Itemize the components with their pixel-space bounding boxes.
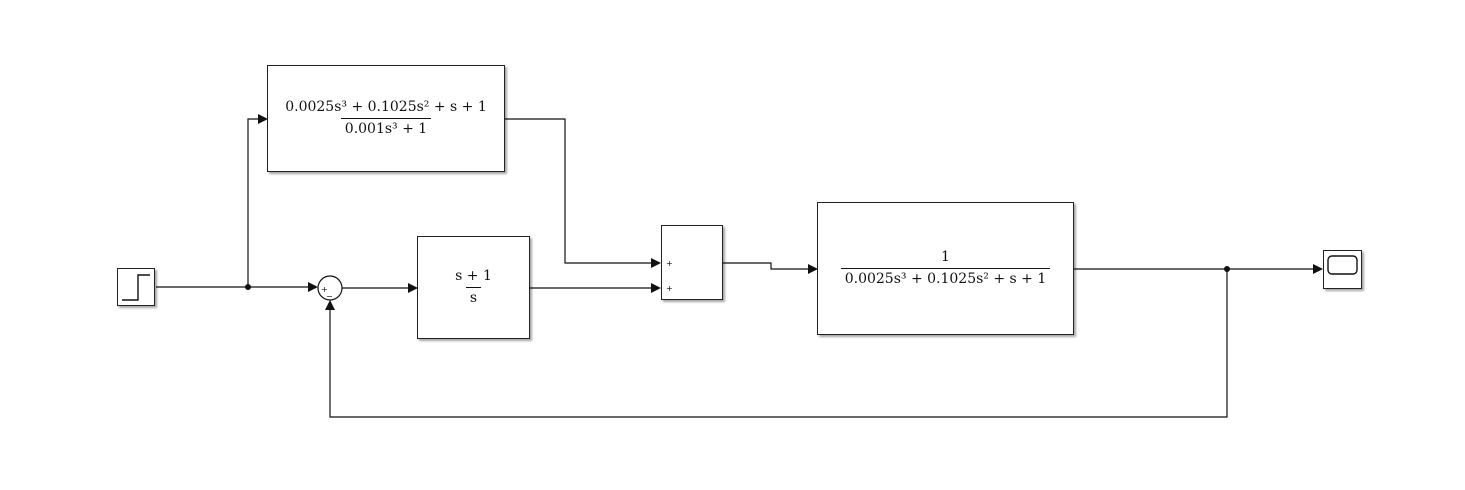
prefilter-numerator: 0.0025s³ + 0.1025s² + s + 1 (285, 98, 487, 115)
arrow-prefilter-in (258, 114, 268, 124)
plant-numerator: 1 (941, 248, 950, 265)
branch-point-input (245, 284, 251, 290)
sum-block[interactable]: + + (661, 225, 723, 300)
plant-transfer-fcn[interactable]: 1 0.0025s³ + 0.1025s² + s + 1 (817, 202, 1074, 335)
wire-prefilter-out (505, 118, 653, 264)
arrow-controller-in (408, 283, 418, 293)
controller-numerator: s + 1 (455, 267, 492, 284)
controller-fraction: s + 1 s (451, 268, 496, 308)
plant-denominator: 0.0025s³ + 0.1025s² + s + 1 (840, 268, 1051, 289)
wire-feedback (329, 269, 1228, 418)
controller-denominator: s (465, 287, 482, 308)
scope-block[interactable] (1323, 250, 1362, 289)
arrow-error-sum-in (308, 282, 318, 292)
arrow-scope-in (1313, 264, 1323, 274)
arrow-plant-in (808, 264, 818, 274)
step-source-block[interactable] (117, 268, 155, 306)
error-sum-minus: − (326, 292, 333, 301)
arrow-sum-port1 (651, 258, 661, 268)
wire-to-prefilter (247, 118, 260, 287)
step-source-icon (122, 274, 150, 301)
arrow-sum-port2 (651, 283, 661, 293)
prefilter-denominator: 0.001s³ + 1 (340, 118, 432, 139)
plant-fraction: 1 0.0025s³ + 0.1025s² + s + 1 (840, 248, 1051, 289)
sum-port1-sign: + (666, 259, 673, 268)
sum-port2-sign: + (666, 284, 673, 293)
arrow-feedback-in (325, 300, 335, 310)
controller-transfer-fcn[interactable]: s + 1 s (417, 236, 530, 339)
prefilter-fraction: 0.0025s³ + 0.1025s² + s + 1 0.001s³ + 1 (281, 99, 491, 139)
scope-icon (1327, 255, 1358, 275)
wire-sum-out (723, 262, 810, 270)
prefilter-transfer-fcn[interactable]: 0.0025s³ + 0.1025s² + s + 1 0.001s³ + 1 (267, 65, 505, 172)
error-sum-plus: + (321, 285, 328, 294)
